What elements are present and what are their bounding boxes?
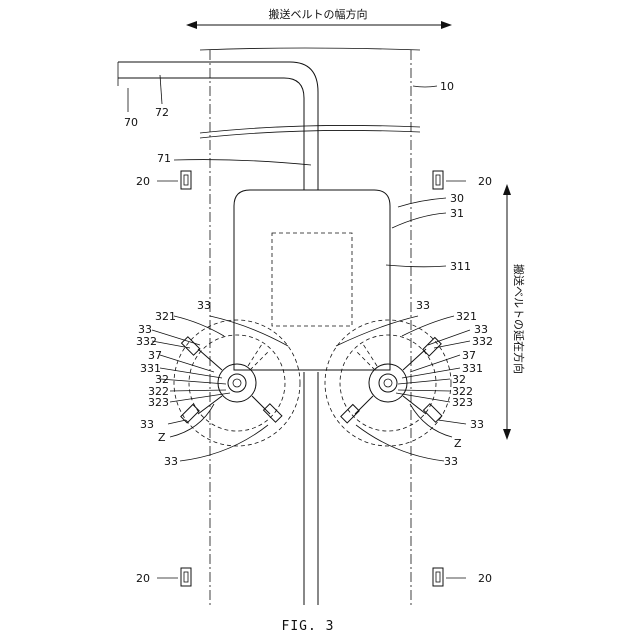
label-71: 71	[157, 152, 171, 165]
sensor-top-left	[181, 171, 191, 189]
label-20-top-left: 20	[136, 175, 150, 188]
label-37-left: 37	[148, 349, 162, 362]
sensor-bottom-right	[433, 568, 443, 586]
right-rotor-assembly	[325, 320, 451, 446]
label-31: 31	[450, 207, 464, 220]
label-20-bottom-right: 20	[478, 572, 492, 585]
width-direction-arrow	[186, 21, 452, 29]
width-direction-label: 搬送ベルトの幅方向	[269, 7, 368, 21]
label-33-left-lower: 33	[140, 418, 154, 431]
label-z-right: Z	[454, 437, 462, 450]
label-321-right: 321	[456, 310, 477, 323]
label-20-bottom-left: 20	[136, 572, 150, 585]
unit-body	[234, 190, 390, 370]
label-72: 72	[155, 106, 169, 119]
label-33-left-top: 33	[197, 299, 211, 312]
label-33-right-bottom: 33	[444, 455, 458, 468]
label-33-left-bottom: 33	[164, 455, 178, 468]
label-z-left: Z	[158, 431, 166, 444]
sensor-top-right	[433, 171, 443, 189]
label-33-right-top: 33	[416, 299, 430, 312]
extension-direction-arrow	[503, 184, 511, 440]
label-323-right: 323	[452, 396, 473, 409]
conveyor-belt	[200, 48, 420, 605]
label-30: 30	[450, 192, 464, 205]
sensor-bottom-left	[181, 568, 191, 586]
figure-caption: FIG. 3	[282, 619, 335, 634]
leader-lines	[128, 75, 470, 578]
label-332-right: 332	[472, 335, 493, 348]
label-10: 10	[440, 80, 454, 93]
label-332-left: 332	[136, 335, 157, 348]
label-37-right: 37	[462, 349, 476, 362]
extension-direction-label: 搬送ベルトの延在方向	[512, 264, 526, 374]
label-20-top-right: 20	[478, 175, 492, 188]
label-33-right-lower: 33	[470, 418, 484, 431]
label-323-left: 323	[148, 396, 169, 409]
label-311: 311	[450, 260, 471, 273]
label-321-left: 321	[155, 310, 176, 323]
label-70: 70	[124, 116, 138, 129]
